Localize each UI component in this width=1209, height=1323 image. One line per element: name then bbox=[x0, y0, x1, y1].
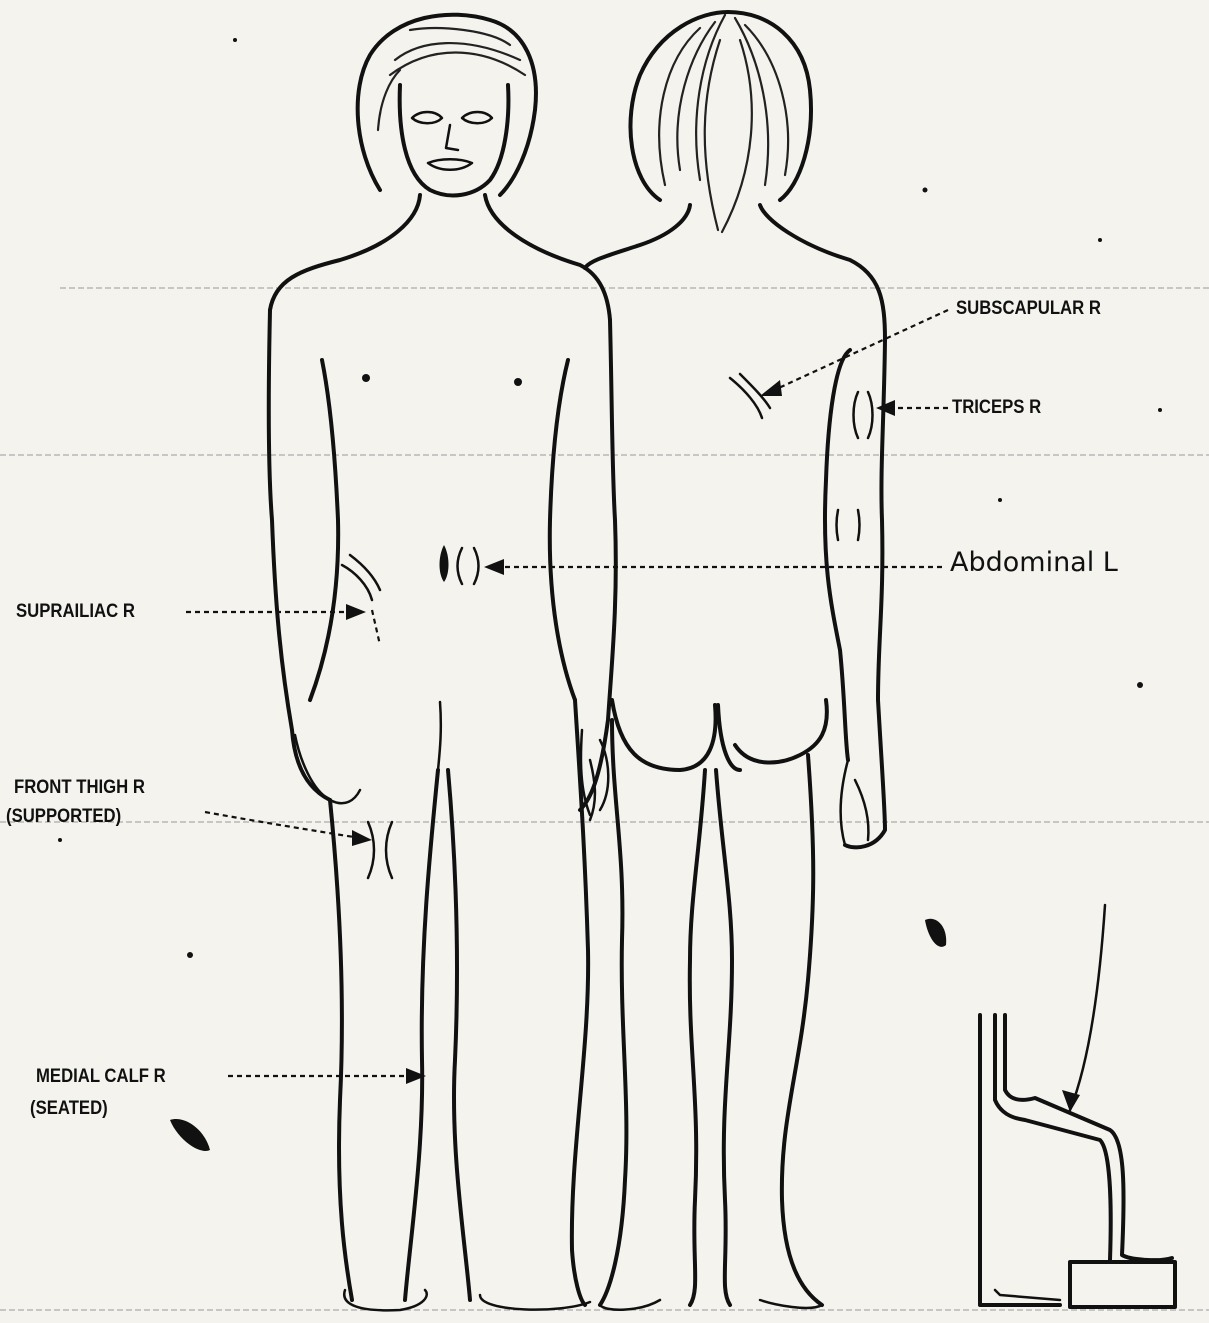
front-thigh-label: FRONT THIGH R bbox=[14, 777, 145, 799]
front-thigh-sublabel: (SUPPORTED) bbox=[6, 806, 121, 828]
seated-calf-inset bbox=[980, 905, 1175, 1307]
front-view-figure bbox=[269, 15, 616, 1311]
medial-calf-label: MEDIAL CALF R bbox=[36, 1066, 166, 1088]
medial-calf-sublabel: (SEATED) bbox=[30, 1098, 108, 1120]
suprailiac-label: SUPRAILIAC R bbox=[16, 601, 135, 623]
subscapular-label: SUBSCAPULAR R bbox=[956, 298, 1101, 320]
abdominal-label: Abdominal L bbox=[950, 547, 1118, 578]
triceps-label: TRICEPS R bbox=[952, 397, 1041, 419]
back-view-figure bbox=[585, 12, 885, 1310]
measurement-arrows bbox=[186, 310, 948, 1084]
scan-speckles bbox=[58, 38, 1162, 1151]
